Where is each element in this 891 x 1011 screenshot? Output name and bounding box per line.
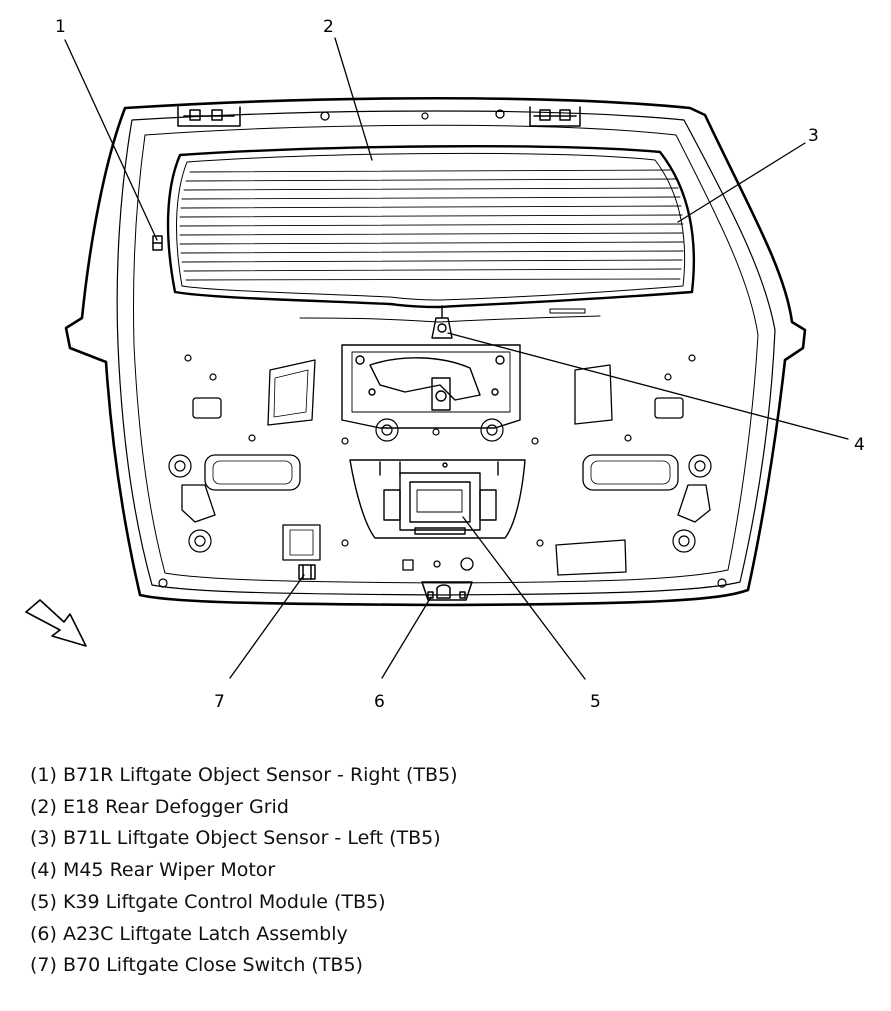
view-direction-arrow-icon (25, 599, 87, 647)
legend-item-2: (2) E18 Rear Defogger Grid (30, 795, 289, 818)
liftgate-latch-assembly (421, 581, 473, 601)
left-hinge-bracket (177, 106, 241, 127)
legend-item-1: (1) B71R Liftgate Object Sensor - Right … (30, 764, 458, 786)
legend-item-3: (3) B71L Liftgate Object Sensor - Left (… (30, 827, 441, 850)
callout-4: 4 (854, 435, 865, 455)
leader-lines (64, 37, 849, 680)
rear-window-defogger-grid (166, 145, 696, 323)
mounting-holes (158, 354, 727, 588)
liftgate-control-module (349, 459, 526, 539)
callout-2: 2 (323, 17, 334, 37)
callout-7: 7 (214, 692, 225, 712)
callout-numbers: 1 2 3 4 5 6 7 (55, 17, 865, 712)
liftgate-component-diagram: 1 2 3 4 5 6 7 (25, 17, 865, 712)
liftgate-close-switch (298, 564, 316, 580)
component-legend: (1) B71R Liftgate Object Sensor - Right … (30, 760, 458, 982)
legend-item-4: (4) M45 Rear Wiper Motor (30, 859, 276, 882)
legend-item-7: (7) B70 Liftgate Close Switch (TB5) (30, 954, 363, 977)
right-hinge-bracket (529, 106, 581, 127)
callout-3: 3 (808, 126, 819, 146)
liftgate-panel (64, 96, 807, 607)
right-object-sensor (152, 235, 163, 251)
legend-item-5: (5) K39 Liftgate Control Module (TB5) (30, 890, 386, 913)
callout-5: 5 (590, 692, 601, 712)
callout-6: 6 (374, 692, 385, 712)
panel-openings (181, 359, 711, 576)
callout-1: 1 (55, 17, 66, 37)
legend-item-6: (6) A23C Liftgate Latch Assembly (30, 922, 348, 945)
rear-wiper-motor (341, 305, 521, 429)
